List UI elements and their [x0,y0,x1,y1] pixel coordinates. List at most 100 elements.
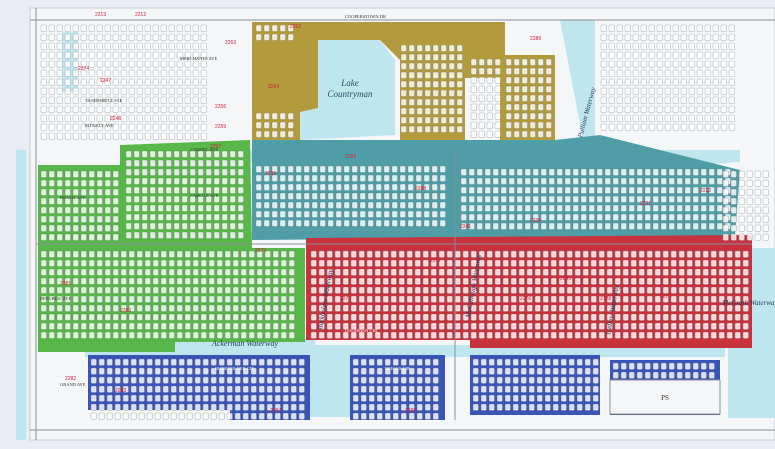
lot-parcel [516,186,523,194]
lot-parcel [104,114,111,122]
lot-parcel [288,268,295,276]
lot-parcel [684,204,691,212]
lot-parcel [654,331,661,339]
lot-parcel [210,367,217,375]
lot-parcel [504,394,511,402]
lot-parcel [680,33,687,41]
lot-parcel [584,403,591,411]
lot-parcel [72,96,79,104]
lot-parcel [470,286,477,294]
lot-parcel [98,385,105,393]
lot-parcel [572,177,579,185]
lot-parcel [200,60,207,68]
lot-parcel [614,304,621,312]
lot-parcel [56,322,63,330]
lot-parcel [120,277,127,285]
lot-parcel [138,367,145,375]
lot-parcel [746,233,753,241]
street-cooperstown: COOPERSTOWN DR [345,14,386,19]
lot-parcel [524,177,531,185]
lot-parcel [696,33,703,41]
lot-parcel [350,304,357,312]
lot-parcel [194,385,201,393]
lot-parcel [125,222,132,230]
lot-parcel [646,322,653,330]
lot-parcel [40,114,47,122]
lot-parcel [430,331,437,339]
lot-parcel [552,358,559,366]
lot-parcel [255,112,262,120]
lot-parcel [255,174,262,182]
lot-parcel [319,192,326,200]
lot-parcel [720,60,727,68]
lot-parcel [128,24,135,32]
lot-parcel [152,277,159,285]
lot-parcel [524,213,531,221]
lot-parcel [460,222,467,230]
lot-parcel [580,177,587,185]
lot-parcel [513,58,520,66]
lot-parcel [628,177,635,185]
lot-parcel [652,222,659,230]
lot-parcel [582,322,589,330]
lot-parcel [208,259,215,267]
lot-parcel [192,295,199,303]
lot-parcel [272,322,279,330]
lot-parcel [730,233,737,241]
lot-parcel [484,177,491,185]
lot-parcel [48,188,55,196]
lot-parcel [524,195,531,203]
lot-parcel [40,123,47,131]
lot-parcel [734,259,741,267]
lot-parcel [256,277,263,285]
lot-parcel [240,304,247,312]
lot-parcel [439,183,446,191]
lot-parcel [375,192,382,200]
lot-parcel [374,313,381,321]
lot-parcel [518,313,525,321]
lot-parcel [416,71,423,79]
lot-parcel [176,268,183,276]
lot-parcel [266,403,273,411]
lot-parcel [440,71,447,79]
lot-parcel [80,250,87,258]
lot-parcel [104,33,111,41]
lot-parcel [440,53,447,61]
lot-parcel [534,322,541,330]
lot-parcel [136,42,143,50]
lot-parcel [56,33,63,41]
lot-parcel [408,385,415,393]
lot-parcel [545,85,552,93]
lot-parcel [596,213,603,221]
block-number-label: 2277 [430,258,441,264]
lot-parcel [248,331,255,339]
lot-parcel [56,224,63,232]
lot-parcel [422,322,429,330]
lot-parcel [630,331,637,339]
lot-parcel [152,286,159,294]
lot-parcel [505,76,512,84]
lot-parcel [98,358,105,366]
lot-parcel [168,24,175,32]
lot-parcel [197,159,204,167]
lot-parcel [149,177,156,185]
lot-parcel [133,204,140,212]
lot-parcel [686,277,693,285]
lot-parcel [624,96,631,104]
lot-parcel [616,51,623,59]
lot-parcel [566,313,573,321]
lot-parcel [264,259,271,267]
lot-parcel [56,69,63,77]
lot-parcel [128,313,135,321]
lot-parcel [686,304,693,312]
lot-parcel [680,123,687,131]
lot-parcel [165,168,172,176]
lot-parcel [125,195,132,203]
lot-parcel [612,168,619,176]
lot-parcel [114,394,121,402]
lot-parcel [708,213,715,221]
lot-parcel [652,204,659,212]
lot-parcel [88,268,95,276]
lot-parcel [550,331,557,339]
lot-parcel [318,250,325,258]
